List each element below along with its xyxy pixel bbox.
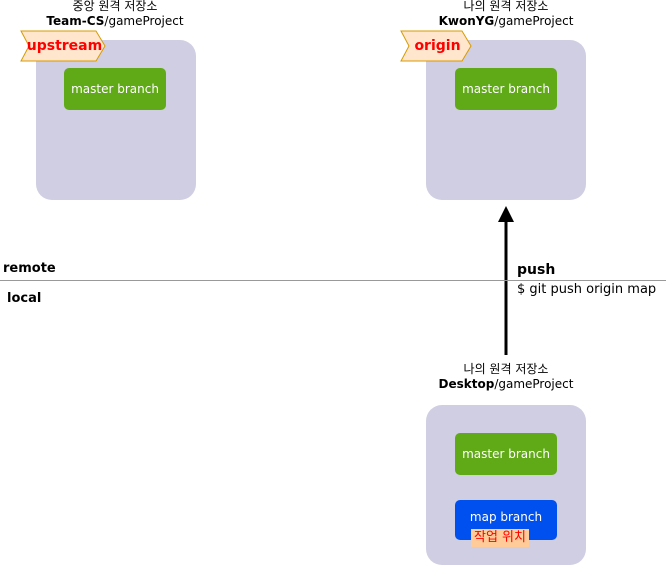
upstream-master-branch[interactable]: master branch (64, 68, 166, 110)
local-repo-path-suffix: /gameProject (494, 377, 574, 391)
local-master-branch[interactable]: master branch (455, 433, 557, 475)
upstream-repo-box: master branch (36, 40, 196, 200)
origin-repo-box: master branch (426, 40, 586, 200)
local-repo-path: Desktop/gameProject (406, 377, 606, 392)
origin-master-branch[interactable]: master branch (455, 68, 557, 110)
local-repo-title: 나의 원격 저장소 (463, 362, 549, 376)
origin-repo-title: 나의 원격 저장소 (463, 0, 549, 13)
upstream-repo-path-suffix: /gameProject (104, 14, 184, 28)
push-command: $ git push origin map (517, 282, 657, 297)
origin-repo-path: KwonYG/gameProject (406, 14, 606, 29)
origin-repo-path-suffix: /gameProject (494, 14, 574, 28)
remote-local-divider (0, 280, 666, 281)
origin-tag: origin (400, 30, 472, 62)
upstream-tag-label: upstream (26, 38, 103, 54)
local-repo-box: master branch map branch (426, 405, 586, 565)
upstream-repo-owner: Team-CS (46, 14, 105, 28)
tag-shape-icon (400, 30, 472, 62)
origin-tag-label: origin (414, 38, 461, 54)
remote-zone-label: remote (3, 261, 56, 276)
tag-shape-icon (20, 30, 106, 62)
upstream-repo-path: Team-CS/gameProject (15, 14, 215, 29)
local-zone-label: local (7, 291, 42, 306)
local-repo-owner: Desktop (438, 377, 495, 391)
push-label: push (517, 262, 556, 278)
upstream-tag: upstream (20, 30, 106, 62)
work-location-label: 작업 위치 (471, 529, 529, 547)
upstream-repo-title: 중앙 원격 저장소 (72, 0, 158, 13)
push-arrow-icon (498, 206, 514, 355)
origin-repo-owner: KwonYG (438, 14, 495, 28)
